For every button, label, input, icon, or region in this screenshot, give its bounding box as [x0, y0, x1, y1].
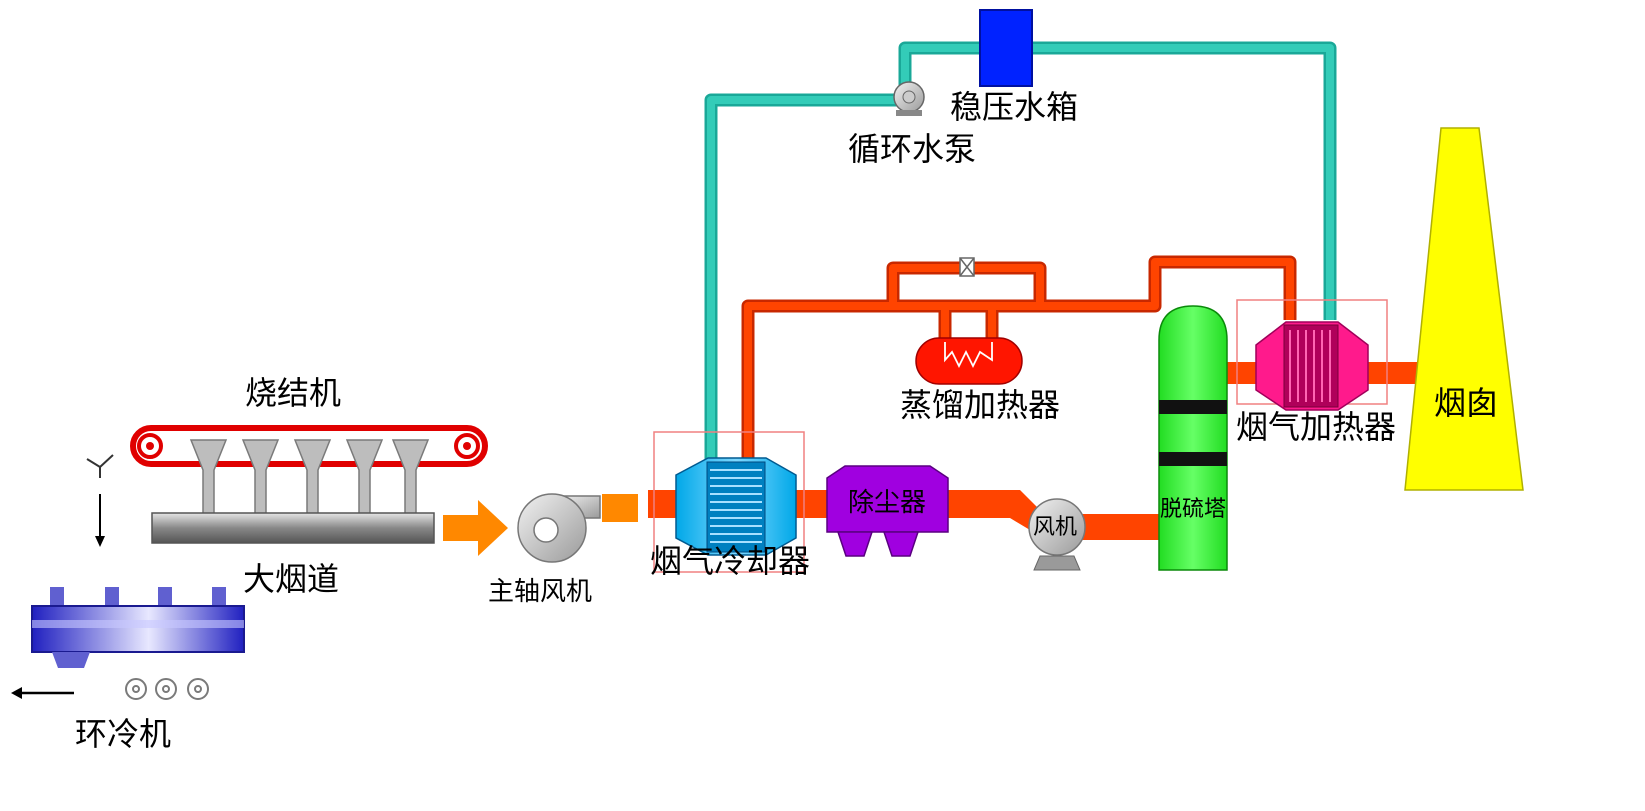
down-arrow-icon [95, 494, 105, 547]
flue-gas-cooler-label: 烟气冷却器 [650, 542, 810, 580]
distillation-heater [915, 337, 1023, 385]
ring-cooler [31, 587, 245, 668]
wind-turbine-icon [86, 454, 114, 478]
flow-arrow-icon [443, 500, 508, 556]
pressure-tank-label: 稳压水箱 [950, 88, 1078, 126]
sinter-hoppers [189, 439, 430, 516]
circulating-pump-icon [893, 81, 925, 116]
main-flue [151, 512, 435, 544]
chimney [1404, 127, 1524, 491]
dust-collector-label: 除尘器 [848, 488, 926, 518]
distillation-heater-label: 蒸馏加热器 [900, 386, 1060, 424]
chimney-label: 烟囱 [1434, 384, 1498, 422]
flue-gas-heater [1255, 321, 1369, 411]
pressure-tank [979, 9, 1033, 87]
desulfurization-tower-label: 脱硫塔 [1160, 497, 1226, 522]
valve-icon [959, 257, 975, 277]
main-fan-icon [517, 493, 601, 563]
desulfurization-tower [1158, 305, 1228, 571]
flue-gas-heater-label: 烟气加热器 [1236, 408, 1396, 446]
main-fan-outlet [602, 494, 638, 522]
dust-collector [826, 465, 949, 557]
water-loop-pipe-inner [707, 44, 1334, 470]
flue-gas-cooler-highlight [653, 431, 805, 573]
circulating-pump-label: 循环水泵 [848, 130, 976, 168]
main-fan-label: 主轴风机 [488, 577, 592, 607]
left-arrow-icon [11, 687, 74, 699]
cooling-fans-icon [125, 678, 209, 700]
fan-icon [1028, 498, 1086, 571]
main-flue-label: 大烟道 [243, 560, 339, 598]
ring-cooler-label: 环冷机 [75, 715, 171, 753]
sintering-machine-label: 烧结机 [245, 374, 341, 412]
fan-label: 风机 [1033, 515, 1077, 540]
flue-gas-cooler [675, 457, 797, 556]
